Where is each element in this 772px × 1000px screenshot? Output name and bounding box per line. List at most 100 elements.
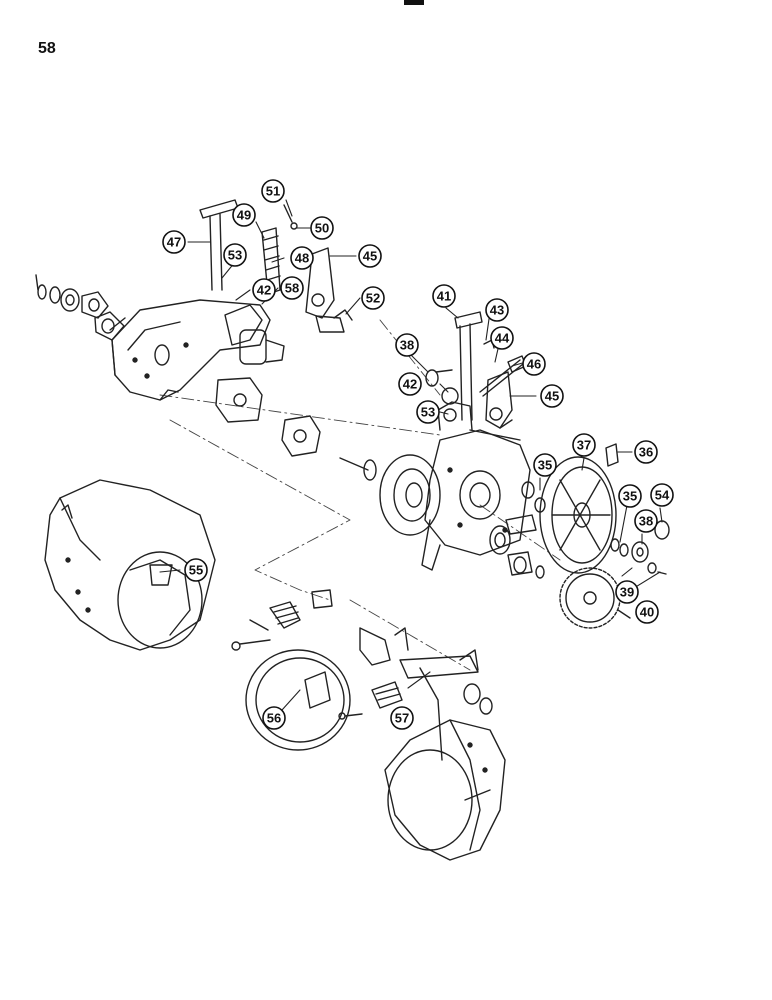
callout-label: 47 bbox=[167, 235, 181, 250]
callout-50: 50 bbox=[310, 216, 334, 240]
callout-57: 57 bbox=[390, 706, 414, 730]
callout-label: 53 bbox=[228, 248, 242, 263]
callout-label: 48 bbox=[295, 251, 309, 266]
lower-spring-assembly bbox=[231, 589, 409, 666]
callout-circle bbox=[635, 600, 659, 624]
callout-38: 38 bbox=[634, 509, 658, 533]
callout-label: 56 bbox=[267, 711, 281, 726]
lower-right-assembly bbox=[338, 649, 493, 761]
callout-58: 58 bbox=[280, 276, 304, 300]
callout-circle bbox=[280, 276, 304, 300]
callout-label: 37 bbox=[577, 438, 591, 453]
left-bearing-hardware bbox=[35, 274, 125, 341]
callout-44: 44 bbox=[490, 326, 514, 350]
callout-53: 53 bbox=[223, 243, 247, 267]
callout-circle bbox=[650, 483, 674, 507]
lower-pulley-56 bbox=[245, 649, 351, 751]
callout-label: 54 bbox=[655, 488, 670, 503]
top-edge-mark bbox=[404, 0, 424, 5]
callout-circle bbox=[398, 372, 422, 396]
callout-label: 36 bbox=[639, 445, 653, 460]
callout-circle bbox=[432, 284, 456, 308]
callout-circle bbox=[290, 246, 314, 270]
callout-40: 40 bbox=[635, 600, 659, 624]
callout-46: 46 bbox=[522, 352, 546, 376]
left-pedal-assembly bbox=[199, 199, 298, 295]
callout-circle bbox=[490, 326, 514, 350]
callout-45: 45 bbox=[358, 244, 382, 268]
callout-circle bbox=[223, 243, 247, 267]
callout-42: 42 bbox=[252, 278, 276, 302]
callout-circle bbox=[358, 244, 382, 268]
callout-circle bbox=[522, 352, 546, 376]
callout-circle bbox=[162, 230, 186, 254]
right-frame bbox=[421, 401, 531, 571]
callout-56: 56 bbox=[262, 706, 286, 730]
callout-group: 51 49 50 47 53 48 45 42 58 52 41 43 44 38 46 42 45 53 37 36… bbox=[162, 179, 674, 730]
callout-55: 55 bbox=[184, 558, 208, 582]
left-frame bbox=[109, 299, 285, 401]
callout-circle bbox=[390, 706, 414, 730]
callout-circle bbox=[485, 298, 509, 322]
callout-54: 54 bbox=[650, 483, 674, 507]
callout-51: 51 bbox=[261, 179, 285, 203]
callout-label: 51 bbox=[266, 184, 280, 199]
right-bearing-stack bbox=[489, 481, 546, 579]
callout-label: 35 bbox=[623, 489, 637, 504]
callout-circle bbox=[361, 286, 385, 310]
callout-42: 42 bbox=[398, 372, 422, 396]
left-chute-housing bbox=[44, 479, 216, 651]
callout-circle bbox=[540, 384, 564, 408]
callout-label: 35 bbox=[538, 458, 552, 473]
callout-circle bbox=[395, 333, 419, 357]
callout-label: 44 bbox=[495, 331, 510, 346]
callout-circle bbox=[310, 216, 334, 240]
callout-41: 41 bbox=[432, 284, 456, 308]
callout-circle bbox=[261, 179, 285, 203]
callout-label: 49 bbox=[237, 208, 251, 223]
callout-label: 55 bbox=[189, 563, 203, 578]
callout-label: 58 bbox=[285, 281, 299, 296]
shaft-end-hardware bbox=[605, 443, 670, 575]
callout-circle bbox=[262, 706, 286, 730]
callout-label: 38 bbox=[639, 514, 653, 529]
callout-label: 41 bbox=[437, 289, 451, 304]
callout-36: 36 bbox=[634, 440, 658, 464]
callout-label: 57 bbox=[395, 711, 409, 726]
callout-circle bbox=[634, 440, 658, 464]
right-link-arm bbox=[485, 371, 513, 429]
callout-label: 53 bbox=[421, 405, 435, 420]
page-number: 58 bbox=[38, 40, 56, 57]
callout-53: 53 bbox=[416, 400, 440, 424]
callout-label: 38 bbox=[400, 338, 414, 353]
callout-45: 45 bbox=[540, 384, 564, 408]
callout-35: 35 bbox=[533, 453, 557, 477]
callout-label: 40 bbox=[640, 605, 654, 620]
left-link-arm bbox=[305, 247, 353, 333]
callout-37: 37 bbox=[572, 433, 596, 457]
callout-38: 38 bbox=[395, 333, 419, 357]
callout-circle bbox=[572, 433, 596, 457]
callout-circle bbox=[615, 580, 639, 604]
callout-52: 52 bbox=[361, 286, 385, 310]
drive-pulley-disc bbox=[379, 454, 441, 536]
callout-circle bbox=[232, 203, 256, 227]
callout-circle bbox=[252, 278, 276, 302]
callout-label: 42 bbox=[257, 283, 271, 298]
callout-label: 43 bbox=[490, 303, 504, 318]
callout-48: 48 bbox=[290, 246, 314, 270]
callout-label: 45 bbox=[545, 389, 559, 404]
center-shaft-bearings bbox=[215, 377, 377, 481]
callout-label: 45 bbox=[363, 249, 377, 264]
callout-39: 39 bbox=[615, 580, 639, 604]
callout-circle bbox=[533, 453, 557, 477]
callout-47: 47 bbox=[162, 230, 186, 254]
callout-circle bbox=[416, 400, 440, 424]
callout-circle bbox=[634, 509, 658, 533]
callout-35: 35 bbox=[618, 484, 642, 508]
callout-label: 39 bbox=[620, 585, 634, 600]
callout-label: 42 bbox=[403, 377, 417, 392]
callout-label: 50 bbox=[315, 221, 329, 236]
